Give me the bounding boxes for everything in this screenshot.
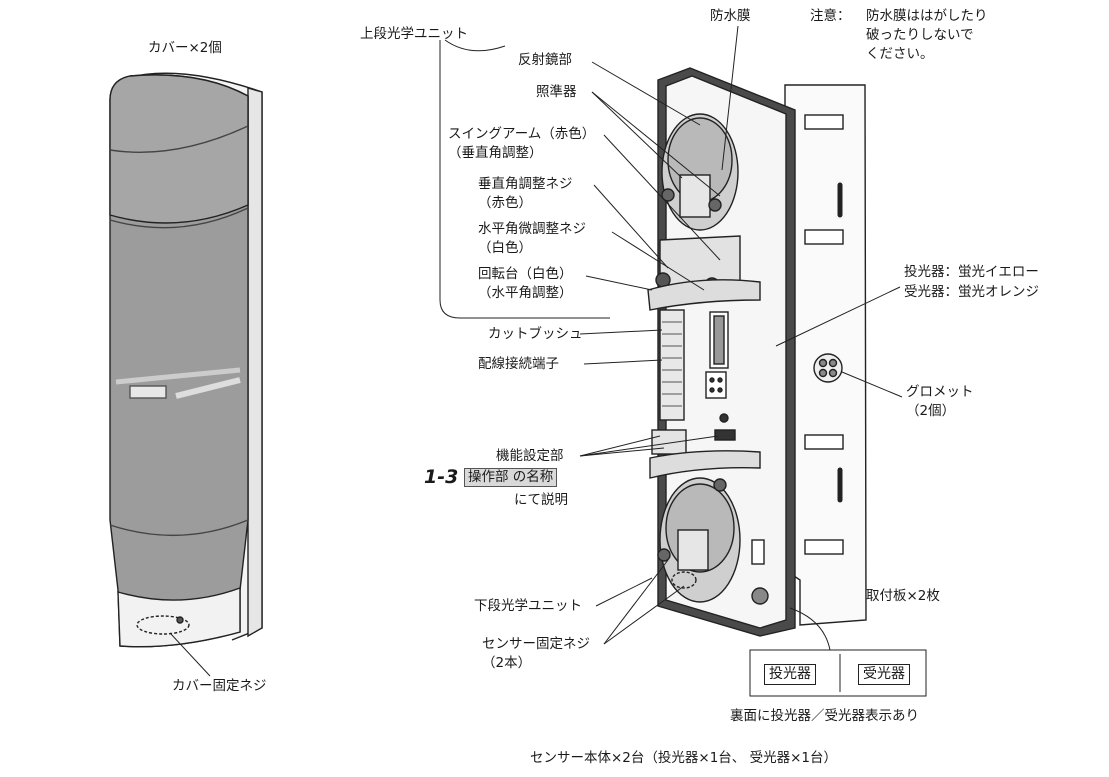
projector-box-label: 投光器 xyxy=(764,664,816,685)
swing-arm-sub-label: （垂直角調整） xyxy=(448,145,543,161)
sensor-screw-label: センサー固定ネジ xyxy=(482,636,590,652)
reference-section-box: 操作部 の名称 xyxy=(464,468,558,487)
sight-label: 照準器 xyxy=(536,84,577,100)
lower-unit-label: 下段光学ユニット xyxy=(474,598,582,614)
receiver-box-label: 受光器 xyxy=(858,664,910,685)
back-label-note: 裏面に投光器／受光器表示あり xyxy=(730,708,919,724)
function-setting-label: 機能設定部 xyxy=(496,448,564,464)
turntable-sub-label: （水平角調整） xyxy=(478,285,573,301)
mount-plate-label: 取付板×2枚 xyxy=(866,588,940,604)
swing-arm-label: スイングアーム（赤色） xyxy=(448,126,596,142)
waterproof-label: 防水膜 xyxy=(710,8,751,24)
horiz-screw-label: 水平角微調整ネジ xyxy=(478,221,586,237)
cut-bush-label: カットブッシュ xyxy=(488,326,583,342)
vert-screw-label: 垂直角調整ネジ xyxy=(478,176,573,192)
cover-screw-label: カバー固定ネジ xyxy=(172,678,267,694)
caution-line-1: 防水膜ははがしたり xyxy=(866,8,988,24)
reference-suffix-label: にて説明 xyxy=(514,492,568,508)
bottom-caption: センサー本体×2台（投光器×1台、 受光器×1台） xyxy=(530,750,837,766)
turntable-label: 回転台（白色） xyxy=(478,266,573,282)
caution-line-2: 破ったりしないで xyxy=(866,27,974,43)
sensor-screw-count-label: （2本） xyxy=(482,655,532,671)
reference-number: 1-3 xyxy=(424,466,459,488)
cover-drawing xyxy=(109,72,263,677)
reflector-label: 反射鏡部 xyxy=(518,52,572,68)
grommet-count-label: （2個） xyxy=(906,403,956,419)
projector-color-label: 投光器：蛍光イエロー xyxy=(904,264,1039,280)
receiver-color-label: 受光器：蛍光オレンジ xyxy=(904,284,1039,300)
cover-count-label: カバー×2個 xyxy=(148,40,222,56)
wiring-terminal-label: 配線接続端子 xyxy=(478,356,559,372)
horiz-screw-sub-label: （白色） xyxy=(478,240,532,256)
sensor-body-drawing xyxy=(647,67,867,637)
vert-screw-sub-label: （赤色） xyxy=(478,195,532,211)
caution-head: 注意： xyxy=(810,8,851,24)
caution-line-3: ください。 xyxy=(866,46,934,62)
upper-unit-label: 上段光学ユニット xyxy=(360,26,468,42)
grommet-label: グロメット xyxy=(906,384,974,400)
